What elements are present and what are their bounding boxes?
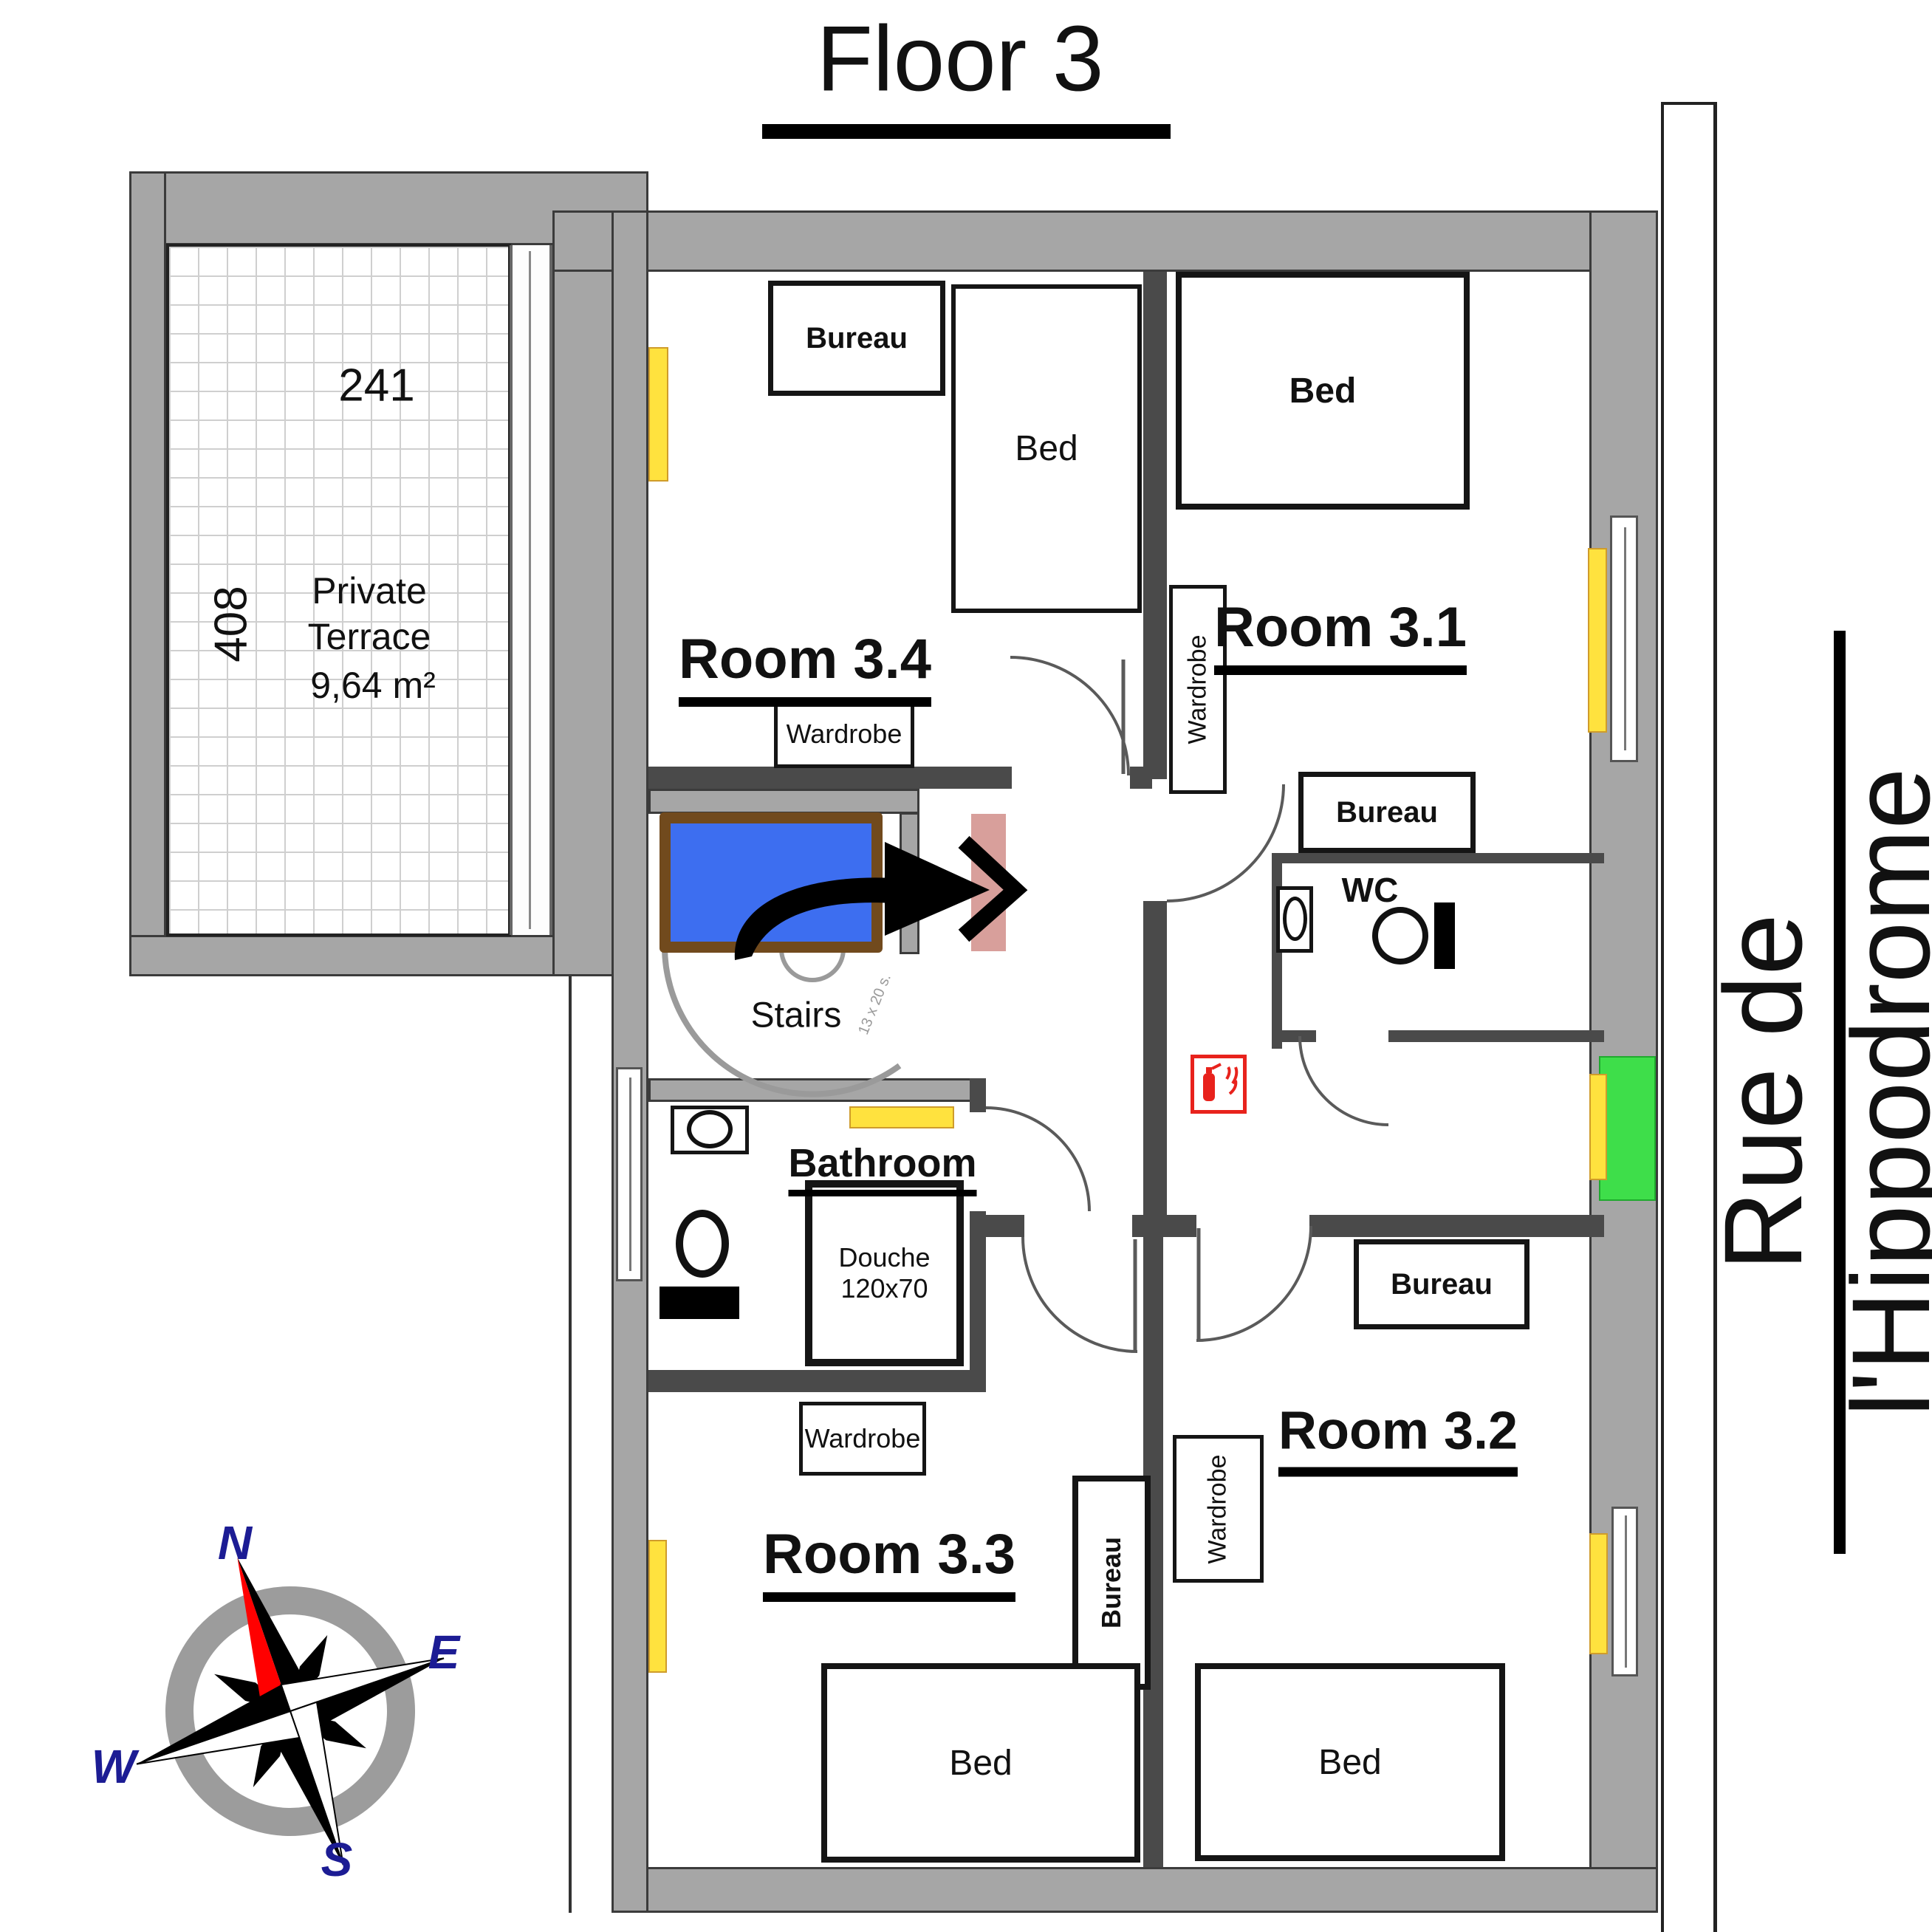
terrace-name-line1: Private [312,570,427,612]
terrace-floor [166,244,511,936]
street-line-cap [1661,102,1717,105]
shower-label-line2: 120x70 [840,1273,928,1304]
stairs-label: Stairs [750,996,842,1035]
bureau-room34: Bureau [768,281,945,396]
title-underline [762,124,1171,139]
bureau-room32-label: Bureau [1391,1267,1493,1301]
room34-title: Room 3.4 [678,627,932,707]
bed-room31-label: Bed [1289,371,1357,411]
stairs-note: 13 x 20 s. [855,971,894,1038]
terrace-wall-top [129,171,648,245]
wall-bath-right-a [970,1078,986,1112]
radiator-room32 [1589,1533,1608,1654]
wall-r34-bottom-a [648,767,1012,789]
compass-s-label: S [321,1833,353,1886]
wall-r31-hall-lower [1143,901,1167,1226]
compass-w-label: W [91,1740,137,1793]
wall-hall-south-a [986,1215,1024,1237]
wardrobe-room34: Wardrobe [774,700,914,768]
room31-title: Room 3.1 [1213,595,1467,675]
shower-label-line1: Douche [838,1242,931,1272]
bathroom-sink-bowl [687,1110,733,1148]
wall-wc-top [1272,853,1604,863]
compass-n-label: N [217,1516,253,1569]
bed-room33: Bed [821,1663,1140,1863]
bathroom-title: Bathroom [788,1140,977,1196]
wall-left [612,210,648,1913]
wall-r34-r31-upper [1143,272,1167,779]
radiator-room33 [648,1540,667,1673]
room32-title: Room 3.2 [1278,1401,1518,1477]
wardrobe-room32-label: Wardrobe [1204,1453,1232,1564]
window-room32 [1611,1507,1638,1676]
bed-room33-label: Bed [949,1743,1013,1783]
terrace-area: 9,64 m² [310,665,436,706]
terrace-glazing-line [529,251,531,929]
compass-e-label: E [428,1626,460,1679]
wardrobe-room31-label: Wardrobe [1183,634,1212,744]
wardrobe-room33-label: Wardrobe [804,1423,921,1453]
bathroom-toilet-tank [660,1287,739,1319]
bed-room31: Bed [1176,272,1470,510]
bed-room32-label: Bed [1318,1742,1382,1782]
wall-wc-bottom-b [1388,1030,1604,1042]
terrace-glazed-wall [510,245,552,935]
wardrobe-room34-label: Wardrobe [786,719,902,749]
bed-room34: Bed [951,284,1142,613]
terrace-name-line2: Terrace [307,616,431,657]
wc-toilet [1372,907,1428,965]
wardrobe-room33: Wardrobe [799,1402,926,1476]
wall-wc-bottom-a [1272,1030,1316,1042]
entry-arrow-icon [734,835,1028,960]
bathroom-toilet [676,1210,729,1278]
radiator-room31 [1588,548,1607,733]
bureau-room32: Bureau [1354,1239,1530,1329]
wall-top [552,210,1658,272]
bed-room34-label: Bed [1015,429,1078,468]
bureau-room31-label: Bureau [1336,795,1438,829]
wall-hall-south-b [1132,1215,1196,1237]
street-line-outer [1713,103,1717,1932]
shower-box: Douche 120x70 [805,1180,964,1366]
terrace-number-top: 241 [338,360,415,411]
wardrobe-room32: Wardrobe [1173,1435,1264,1583]
wc-title: WC [1341,871,1399,909]
bureau-room33-label: Bureau [1096,1536,1126,1629]
street-line-inner [1661,103,1664,1932]
wall-bath-bottom [648,1370,986,1392]
page-title: Floor 3 [816,7,1104,111]
bed-room32: Bed [1195,1663,1505,1861]
bureau-room33: Bureau [1072,1476,1151,1690]
wc-toilet-tank [1434,902,1455,969]
wall-bath-right-b [970,1211,986,1392]
street-name: Rue de l'Hippodrome [1699,631,1932,1554]
window-bathroom-west [616,1067,643,1281]
compass-rose-icon [136,1557,445,1866]
radiator-room34 [648,347,668,482]
bureau-room31: Bureau [1298,772,1476,853]
radiator-hall [1589,1074,1607,1180]
wc-sink-bowl [1283,897,1307,941]
bureau-room34-label: Bureau [806,321,908,354]
fire-extinguisher-icon [1191,1055,1247,1114]
exit-marker-green [1599,1056,1656,1201]
window-room31 [1610,515,1638,762]
room33-title: Room 3.3 [762,1522,1016,1602]
wall-bottom [612,1867,1658,1913]
wall-hall-south-c [1309,1215,1604,1237]
outer-face-line-left [569,976,572,1913]
terrace-number-side: 408 [205,586,257,662]
terrace-wall-left [129,171,166,976]
wall-bath-top [648,1078,984,1102]
radiator-bathroom [849,1106,954,1128]
